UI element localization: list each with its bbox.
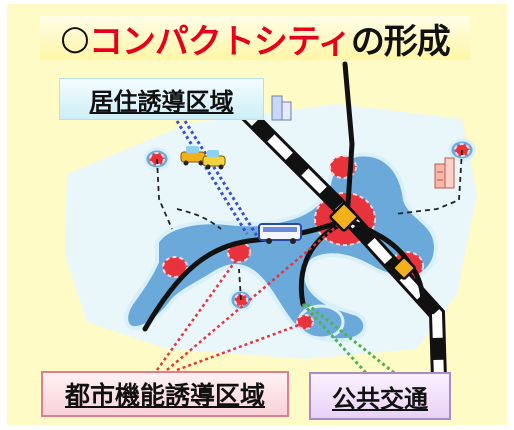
- car-icon: [180, 146, 206, 166]
- title-mark: ○: [60, 18, 90, 58]
- urban-lines: [155, 225, 338, 372]
- urban-zone-far-west: [162, 256, 188, 278]
- secondary-roads: [156, 149, 463, 301]
- diagram-title: ○ コンパクトシティ の形成: [40, 16, 470, 62]
- building-icon: [434, 157, 455, 189]
- residential-area-label: 居住誘導区域: [59, 78, 264, 120]
- title-rest: の形成: [350, 21, 451, 62]
- public-transit-label: 公共交通: [309, 372, 451, 420]
- urban-function-area-label: 都市機能誘導区域: [41, 371, 289, 417]
- diagram-frame: ○ コンパクトシティ の形成 居住誘導区域 都市機能誘導区域 公共交通: [7, 4, 507, 425]
- residential-lines: [175, 120, 259, 237]
- title-emphasis: コンパクトシティ: [88, 21, 352, 62]
- urban-zone-se: [296, 314, 314, 330]
- station-icon: [392, 256, 416, 280]
- railway: [231, 98, 447, 380]
- building-icon: [271, 95, 292, 121]
- car-icon: [202, 150, 226, 170]
- transit-lines: [301, 302, 403, 381]
- city-map: [65, 61, 477, 381]
- bus-icon: [258, 223, 302, 244]
- station-icon: [329, 202, 359, 232]
